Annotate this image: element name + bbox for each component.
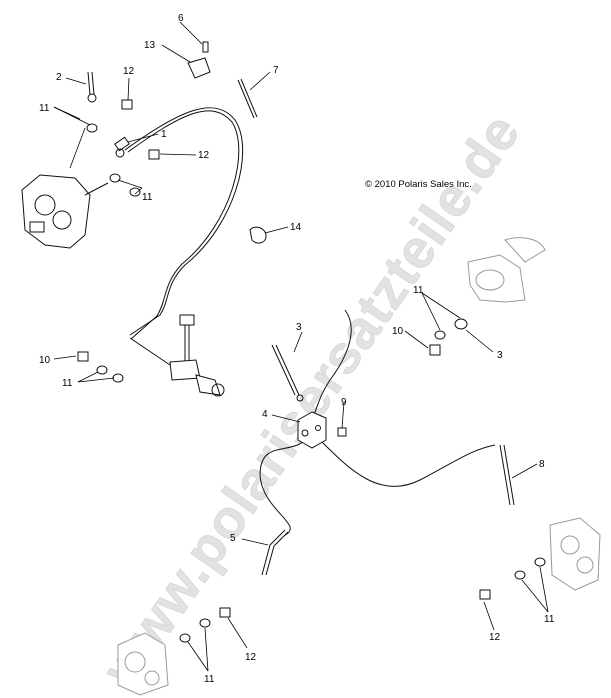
- brake-pin-7: [237, 78, 258, 119]
- banjo-bolt-2: [87, 71, 97, 103]
- callout-3-center: 3: [296, 322, 302, 333]
- screw-6: [202, 41, 209, 53]
- callout-9: 9: [341, 397, 347, 408]
- watermark-text: www.polarisersatzteile.de: [90, 103, 532, 698]
- rear-left-caliper: [117, 632, 169, 696]
- callout-14: 14: [290, 222, 302, 233]
- callout-10-left: 10: [39, 355, 51, 366]
- callout-12-lower-right: 12: [489, 632, 501, 643]
- brake-line-front-left: [124, 107, 244, 340]
- callout-1: 1: [161, 129, 167, 140]
- copyright-text: © 2010 Polaris Sales Inc.: [365, 179, 472, 190]
- callout-13: 13: [144, 40, 156, 51]
- washers-11: [86, 123, 546, 643]
- clamp-14: [249, 226, 267, 244]
- callout-12-top: 12: [123, 66, 135, 77]
- brake-line-5: [261, 529, 289, 576]
- rear-right-caliper: [549, 517, 601, 591]
- brake-tee-and-switch: [129, 314, 225, 397]
- bolt-12-d: [219, 607, 231, 618]
- banjo-fitting-line-1: [114, 136, 130, 158]
- bolt-12-c: [479, 589, 491, 600]
- callout-2: 2: [56, 72, 62, 83]
- bolt-9: [337, 427, 347, 437]
- brake-line-8: [499, 444, 515, 506]
- bolt-10-a: [77, 351, 89, 362]
- brake-junction-block: [297, 411, 327, 449]
- callout-8: 8: [539, 459, 545, 470]
- front-left-caliper: [21, 174, 109, 249]
- bolt-10-b: [429, 344, 441, 356]
- callout-12-upper-mid: 12: [198, 150, 210, 161]
- leader-lines: [53, 21, 549, 672]
- bolt-12-b: [148, 149, 160, 160]
- callout-11-bottom: 11: [204, 674, 215, 685]
- callout-7: 7: [273, 65, 279, 76]
- callout-11-lower-right: 11: [544, 614, 555, 625]
- callout-10-right: 10: [392, 326, 404, 337]
- callout-11-mid-left: 11: [62, 378, 73, 389]
- callout-11-upper-mid: 11: [142, 192, 153, 203]
- bolt-12-a: [121, 99, 133, 110]
- master-cylinder: [467, 237, 546, 303]
- callout-5: 5: [230, 533, 236, 544]
- callout-3-right: 3: [497, 350, 503, 361]
- brake-line-rear: [259, 309, 496, 536]
- callout-6: 6: [178, 13, 184, 24]
- callout-11-upper-left: 11: [39, 103, 50, 114]
- bracket-13: [187, 57, 211, 79]
- brake-line-3-center: [271, 344, 304, 402]
- callout-11-right: 11: [413, 285, 424, 296]
- callout-4: 4: [262, 409, 268, 420]
- callouts: 1 2 3 3 4 5 6 7 8 9 10 10 11 11 11 11 11…: [39, 13, 555, 685]
- callout-12-bottom: 12: [245, 652, 257, 663]
